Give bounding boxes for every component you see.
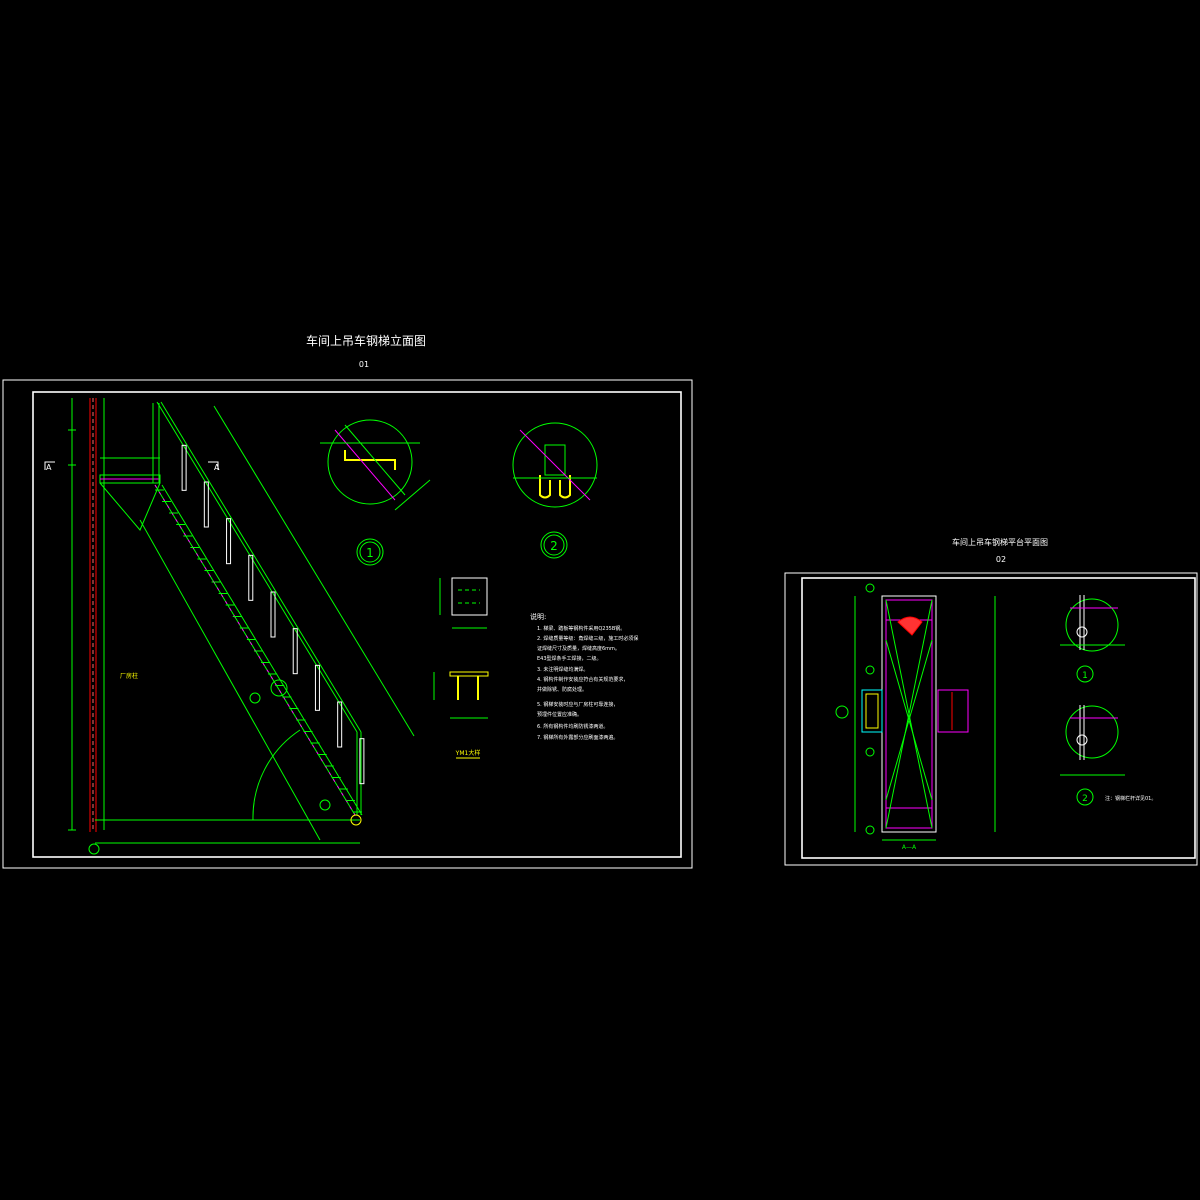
- note-line: 1. 梯梁、踏板等钢构件采用Q235B钢。: [537, 625, 625, 632]
- platform-plan: [835, 583, 996, 841]
- sheet-01-inner-frame: [32, 391, 682, 858]
- detail-2: 2: [512, 422, 598, 559]
- sheet-01-title: 车间上吊车钢梯立面图: [306, 333, 426, 348]
- sheet-02-title: 车间上吊车钢梯平台平面图: [952, 537, 1048, 547]
- sheet-01-number: 01: [359, 360, 369, 369]
- sheet-01: 车间上吊车钢梯立面图 01 厂房柱: [2, 333, 693, 869]
- handrail-post: [314, 664, 320, 711]
- handrail-post: [203, 481, 209, 528]
- plan-detail-1: 1: [1060, 595, 1125, 683]
- sheet-02-inner-frame: [801, 577, 1196, 859]
- plan-detail-2: 2: [1060, 705, 1125, 806]
- svg-text:1: 1: [366, 546, 374, 560]
- top-platform: [99, 403, 161, 531]
- handrail-post: [248, 554, 254, 601]
- sheet-01-outer-frame: [2, 379, 693, 869]
- detail-callout-1: [249, 679, 288, 704]
- section-mark-right: A: [208, 461, 220, 472]
- handrail-posts: [181, 444, 365, 785]
- diagonal-dimension-2: [139, 519, 321, 841]
- handrail-post: [226, 518, 232, 565]
- note-line: E43型焊条手工焊接，二级。: [537, 655, 602, 662]
- svg-text:A: A: [214, 463, 220, 472]
- svg-text:2: 2: [1082, 794, 1088, 804]
- svg-text:A: A: [46, 463, 52, 472]
- detail-1: 1: [320, 419, 431, 566]
- notes-title: 说明:: [530, 612, 546, 621]
- plan-detail-2-bubble: [1076, 788, 1094, 806]
- embed-label: YM1大样: [455, 749, 481, 757]
- section-a-a-label: A—A: [902, 844, 917, 851]
- section-mark-left: A: [44, 461, 55, 472]
- handrail-post: [270, 591, 276, 638]
- embed-plate: YM1大样: [433, 577, 489, 759]
- diagonal-dimension: [213, 405, 415, 737]
- sheet-02-note: 注：钢梯栏杆详见01。: [1105, 795, 1156, 802]
- column-label: 厂房柱: [120, 672, 138, 680]
- axis-bubble: [88, 843, 100, 855]
- notes-block: 说明: 1. 梯梁、踏板等钢构件采用Q235B钢。 2. 焊缝质量等级：角焊缝三…: [530, 612, 638, 741]
- sheet-02-outer-frame: [784, 572, 1198, 866]
- detail-2-bubble: [540, 531, 568, 559]
- angle-arc: [252, 729, 301, 821]
- note-line: 7. 钢梯所有外露部分应刷面漆两遍。: [537, 734, 618, 741]
- stair-stringers: [154, 484, 363, 816]
- detail-callout-2: [319, 799, 362, 826]
- handrail-post: [337, 701, 343, 748]
- stair-treads: [155, 489, 362, 813]
- sheet-02: 车间上吊车钢梯平台平面图 02 A—: [784, 537, 1198, 866]
- handrail-post: [181, 444, 187, 491]
- note-line: 2. 焊缝质量等级：角焊缝三级，施工时必须保: [537, 635, 638, 642]
- note-line: 并做除锈、防腐处理。: [537, 686, 587, 693]
- handrail: [156, 401, 362, 815]
- plan-detail-1-bubble: [1076, 665, 1094, 683]
- sheet-02-number: 02: [996, 555, 1006, 564]
- svg-text:2: 2: [550, 539, 558, 553]
- note-line: 4. 钢构件制作安装应符合有关规范要求，: [537, 676, 628, 683]
- column-dimension-line: [68, 398, 105, 831]
- handrail-post: [359, 738, 365, 785]
- note-line: 3. 未注明焊缝均满焊。: [537, 666, 588, 673]
- note-line: 5. 钢梯安装时应与厂房柱可靠连接，: [537, 701, 618, 708]
- detail-1-bubble: [356, 538, 384, 566]
- svg-text:1: 1: [1082, 671, 1088, 681]
- note-line: 证焊缝尺寸及质量，焊缝高度6mm。: [537, 645, 620, 652]
- note-line: 预埋件位置应准确。: [537, 711, 582, 718]
- note-line: 6. 所有钢构件均刷防锈漆两道。: [537, 723, 608, 730]
- building-column: [89, 398, 97, 832]
- handrail-post: [292, 628, 298, 675]
